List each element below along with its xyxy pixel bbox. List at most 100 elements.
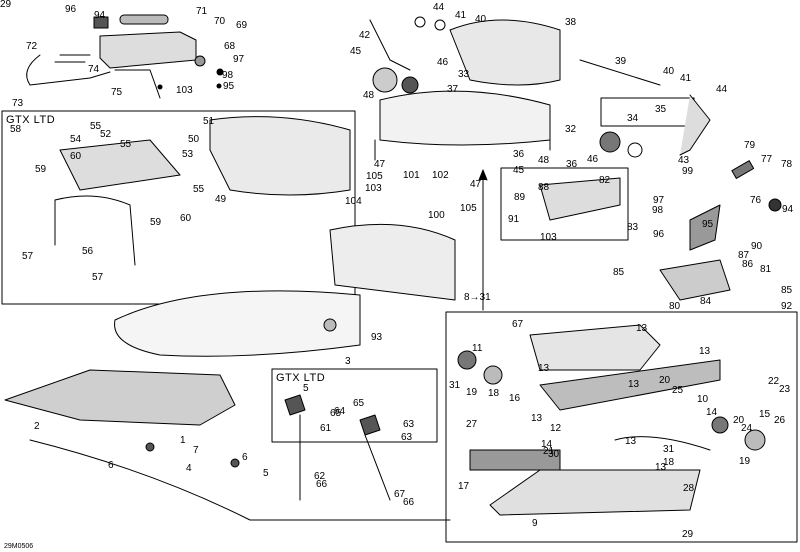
callout-label: 84 [700,296,712,307]
callout-label: 3 [345,356,351,367]
callout-label: 103 [540,232,557,243]
callout-label: 39 [615,56,627,67]
callout-label: 23 [779,384,791,395]
callout-label: 26 [774,415,786,426]
callout-label: 65 [330,408,342,419]
callout-label: 47 [374,159,386,170]
callout-label: 97 [233,54,245,65]
callout-label: 65 [353,398,365,409]
part-9 [489,469,701,516]
detail-box-handle [500,167,629,241]
callout-label: 30 [548,449,560,460]
base-assembly-box [445,311,798,543]
part-68 [99,31,197,69]
callout-label: 63 [403,419,415,430]
callout-label: 6 [242,452,248,463]
callout-label: 1 [180,435,186,446]
callout-label: 25 [672,385,684,396]
part-94 [93,16,109,29]
callout-label: 64 [334,406,346,417]
callout-label: 101 [403,170,420,181]
callout-label: 105 [460,203,477,214]
callout-label: 32 [565,124,577,135]
gtx-ltd-bracket-box [271,368,438,443]
callout-label: 73 [12,98,24,109]
callout-label: 19 [466,387,478,398]
callout-label: 42 [359,30,371,41]
callout-label: 67 [512,319,524,330]
callout-label: 61 [320,423,332,434]
callout-label: 60 [70,151,82,162]
callout-label: 99 [682,166,694,177]
callout-label: 98 [652,205,664,216]
callout-label: 11 [472,343,483,354]
callout-label: 35 [655,104,667,115]
callout-label: 53 [182,149,194,160]
part-11 [529,324,661,371]
callout-label: 91 [508,214,520,225]
callout-label: 94 [782,204,794,215]
callout-label: 18 [663,457,675,468]
callout-label: 66 [316,479,328,490]
callout-label: 69 [236,20,248,31]
callout-label: 43 [678,155,690,166]
callout-label: 96 [65,4,77,15]
callout-label: 19 [739,456,751,467]
callout-label: 66 [403,497,415,508]
callout-label: 67 [394,489,406,500]
callout-label: 27 [466,419,478,430]
part-60 [59,139,181,191]
callout-label: 13 [628,379,640,390]
callout-label: 57 [22,251,34,262]
callout-label: 55 [120,139,132,150]
callout-label: 13 [655,462,667,473]
callout-label: 5 [303,383,309,394]
callout-label: 85 [781,285,793,296]
callout-label: 7 [193,445,199,456]
callout-label: 85 [613,267,625,278]
callout-label: 9 [532,518,538,529]
callout-label: 70 [214,16,226,27]
callout-label: 68 [224,41,236,52]
callout-label: 36 [513,149,525,160]
part-38 [449,19,561,86]
callout-label: 55 [193,184,205,195]
callout-label: 13 [636,323,648,334]
callout-label: 16 [509,393,521,404]
callout-label: 33 [458,69,470,80]
callout-label: 93 [371,332,383,343]
callout-label: 44 [433,2,445,13]
callout-label: 87 [738,250,750,261]
callout-label: 59 [35,164,47,175]
reference-label: 8→31 [464,292,491,303]
part-51 [209,116,351,196]
callout-label: 105 [366,171,383,182]
callout-label: 28 [683,483,695,494]
callout-label: 13 [625,436,637,447]
callout-label: 34 [627,113,639,124]
callout-label: 37 [447,84,459,95]
callout-label: 18 [488,388,500,399]
callout-label: 97 [653,195,665,206]
drawing-code: 29M0506 [4,543,34,550]
group-title-gtx-ltd-bracket: GTX LTD [276,372,326,384]
callout-label: 59 [150,217,162,228]
callout-label: 38 [565,17,577,28]
callout-label: 100 [428,210,445,221]
callout-label: 78 [781,159,793,170]
callout-label: 13 [699,346,711,357]
callout-label: 29 [682,529,694,540]
callout-label: 36 [566,159,578,170]
callout-label: 55 [90,121,102,132]
callout-label: 98 [222,70,234,81]
callout-label: 41 [455,10,467,21]
callout-label: 75 [111,87,123,98]
callout-label: 13 [538,363,550,374]
part-84 [659,259,731,301]
callout-label: 86 [742,259,754,270]
callout-label: 62 [314,471,326,482]
callout-label: 103 [176,85,193,96]
callout-label: 40 [663,66,675,77]
callout-label: 45 [513,165,525,176]
callout-label: 24 [741,423,753,434]
